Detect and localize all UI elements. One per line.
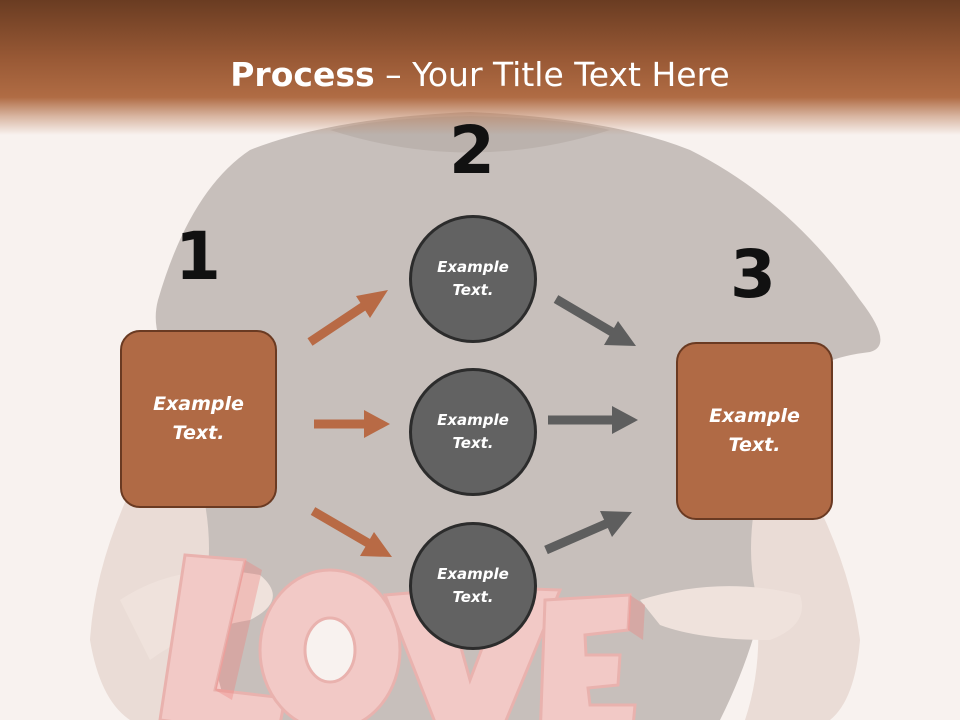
step-number-1: 1 [175,218,221,295]
step-number-2: 2 [449,112,495,189]
slide-title: Process – Your Title Text Here [0,52,960,98]
header-band [0,0,960,135]
love-letters-shade [215,560,645,700]
process-circle-top: Example Text. [409,215,537,343]
right-hand [640,586,802,640]
right-process-box: Example Text. [676,342,833,520]
left-process-box: Example Text. [120,330,277,508]
title-rest: – Your Title Text Here [374,55,730,94]
right-arm [745,470,860,720]
step-number-3: 3 [730,236,776,313]
process-circle-middle: Example Text. [409,368,537,496]
process-circle-bottom: Example Text. [409,522,537,650]
title-bold: Process [230,55,375,94]
